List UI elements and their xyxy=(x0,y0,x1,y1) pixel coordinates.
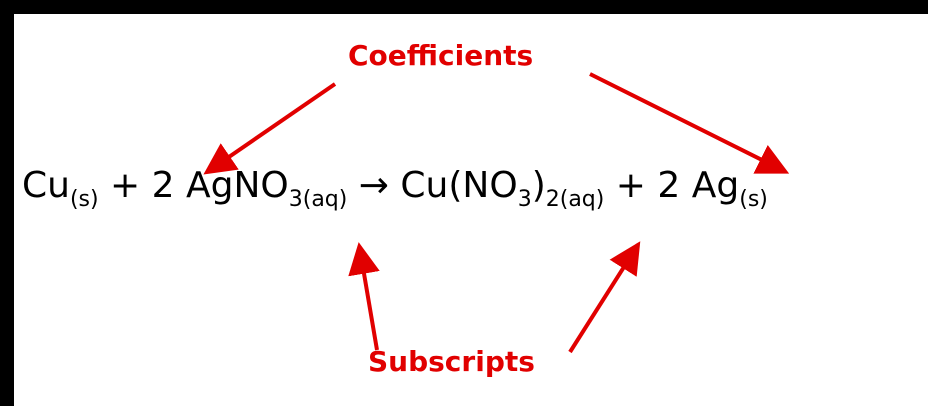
plus-sign-2: + xyxy=(604,165,658,206)
copper-nitrate-formula: Cu(NO xyxy=(400,165,518,206)
coefficient-silver: 2 xyxy=(657,165,681,206)
copper-nitrate-subscript: 2(aq) xyxy=(545,187,605,212)
arrow-to-coefficient-1 xyxy=(203,82,337,175)
silver-symbol: Ag xyxy=(680,165,740,206)
arrow-to-coefficient-2 xyxy=(589,72,790,174)
arrow-to-subscript-1 xyxy=(348,242,380,351)
copper-state: (s) xyxy=(69,187,99,212)
silver-nitrate-formula: AgNO xyxy=(174,165,289,206)
diagram-panel xyxy=(14,14,928,406)
plus-sign-1: + xyxy=(98,165,152,206)
arrow-to-subscript-2 xyxy=(568,241,641,354)
copper-symbol: Cu xyxy=(22,165,70,206)
nitrate-subscript: 3 xyxy=(517,187,532,212)
coefficient-silver-nitrate: 2 xyxy=(151,165,175,206)
reaction-arrow: → xyxy=(347,165,401,206)
silver-state: (s) xyxy=(739,187,768,212)
copper-nitrate-close-paren: ) xyxy=(531,165,546,206)
coefficients-label: Coefficients xyxy=(348,39,534,72)
subscripts-label: Subscripts xyxy=(368,345,535,378)
silver-nitrate-subscript: 3(aq) xyxy=(288,187,348,212)
chemical-equation: Cu(s) + 2 AgNO3(aq) → Cu(NO3)2(aq) + 2 A… xyxy=(22,165,768,211)
